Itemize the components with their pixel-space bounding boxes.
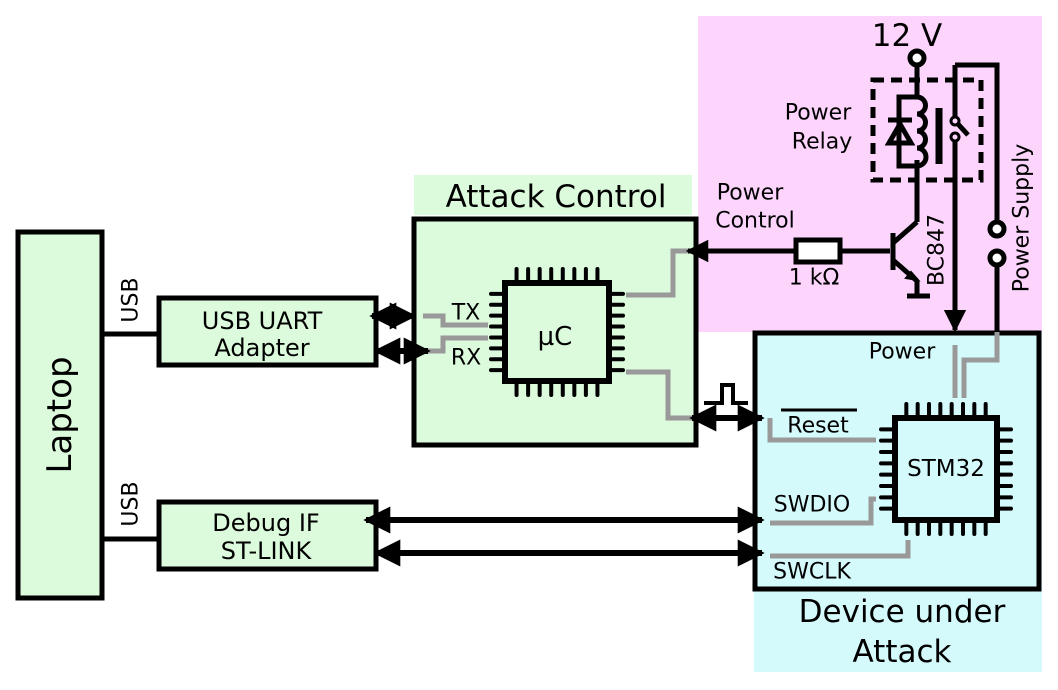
debug-connections: [363, 506, 765, 567]
usb-label-uart: USB: [119, 277, 144, 322]
laptop-block: Laptop: [15, 229, 105, 601]
power-control-label-1: Power: [717, 181, 784, 206]
usb-uart-label-1: USB UART: [202, 307, 323, 335]
dut-reset-label: Reset: [787, 414, 849, 439]
chip-body: [892, 415, 1000, 523]
resistor-label: 1 kΩ: [789, 266, 840, 291]
attack-control-traces: [423, 248, 692, 421]
relay-label-1: Power: [785, 101, 852, 126]
stm32-label: STM32: [907, 456, 985, 482]
rx-label: RX: [451, 346, 481, 371]
laptop-label: Laptop: [40, 356, 80, 473]
tx-label: TX: [451, 301, 481, 326]
dut-power-label: Power: [869, 340, 936, 365]
usb-uart-label-2: Adapter: [214, 334, 309, 362]
supply-terminal-icon: [907, 48, 927, 68]
transistor-label: BC847: [925, 214, 950, 286]
debug-if-label-2: ST-LINK: [221, 537, 313, 565]
relay-icon: [870, 62, 1000, 333]
stm32-chip: [879, 402, 1013, 536]
supply-voltage-label: 12 V: [872, 18, 943, 54]
microcontroller-chip: [489, 267, 625, 397]
swclk-label: SWCLK: [773, 560, 851, 585]
dut-traces: [767, 332, 1000, 559]
debug-if-label-1: Debug IF: [212, 509, 319, 537]
usb-label-debug: USB: [119, 481, 144, 526]
debug-if-block: Debug IF ST-LINK: [156, 499, 379, 572]
power-control-label-2: Control: [715, 209, 795, 234]
dut-title-1: Device under: [799, 594, 1006, 630]
attack-control-block: Attack Control: [411, 179, 699, 448]
swdio-label: SWDIO: [774, 493, 850, 518]
uart-connections: [369, 302, 431, 365]
power-supply-label: Power Supply: [1010, 144, 1035, 292]
relay-label-2: Relay: [792, 130, 852, 155]
reset-pulse-icon: [704, 383, 748, 405]
dut-block: [752, 330, 1042, 592]
uc-label: µC: [538, 322, 573, 352]
chip-body: [502, 280, 612, 384]
attack-control-title: Attack Control: [446, 179, 667, 215]
attack-control-title-bg: [414, 175, 692, 215]
power-region-bg: [698, 16, 1042, 332]
usb-uart-adapter-block: USB UART Adapter: [156, 295, 379, 368]
dut-title-2: Attack: [853, 634, 952, 670]
power-supply-terminals: [987, 219, 1007, 332]
resistor-icon: [793, 237, 843, 265]
